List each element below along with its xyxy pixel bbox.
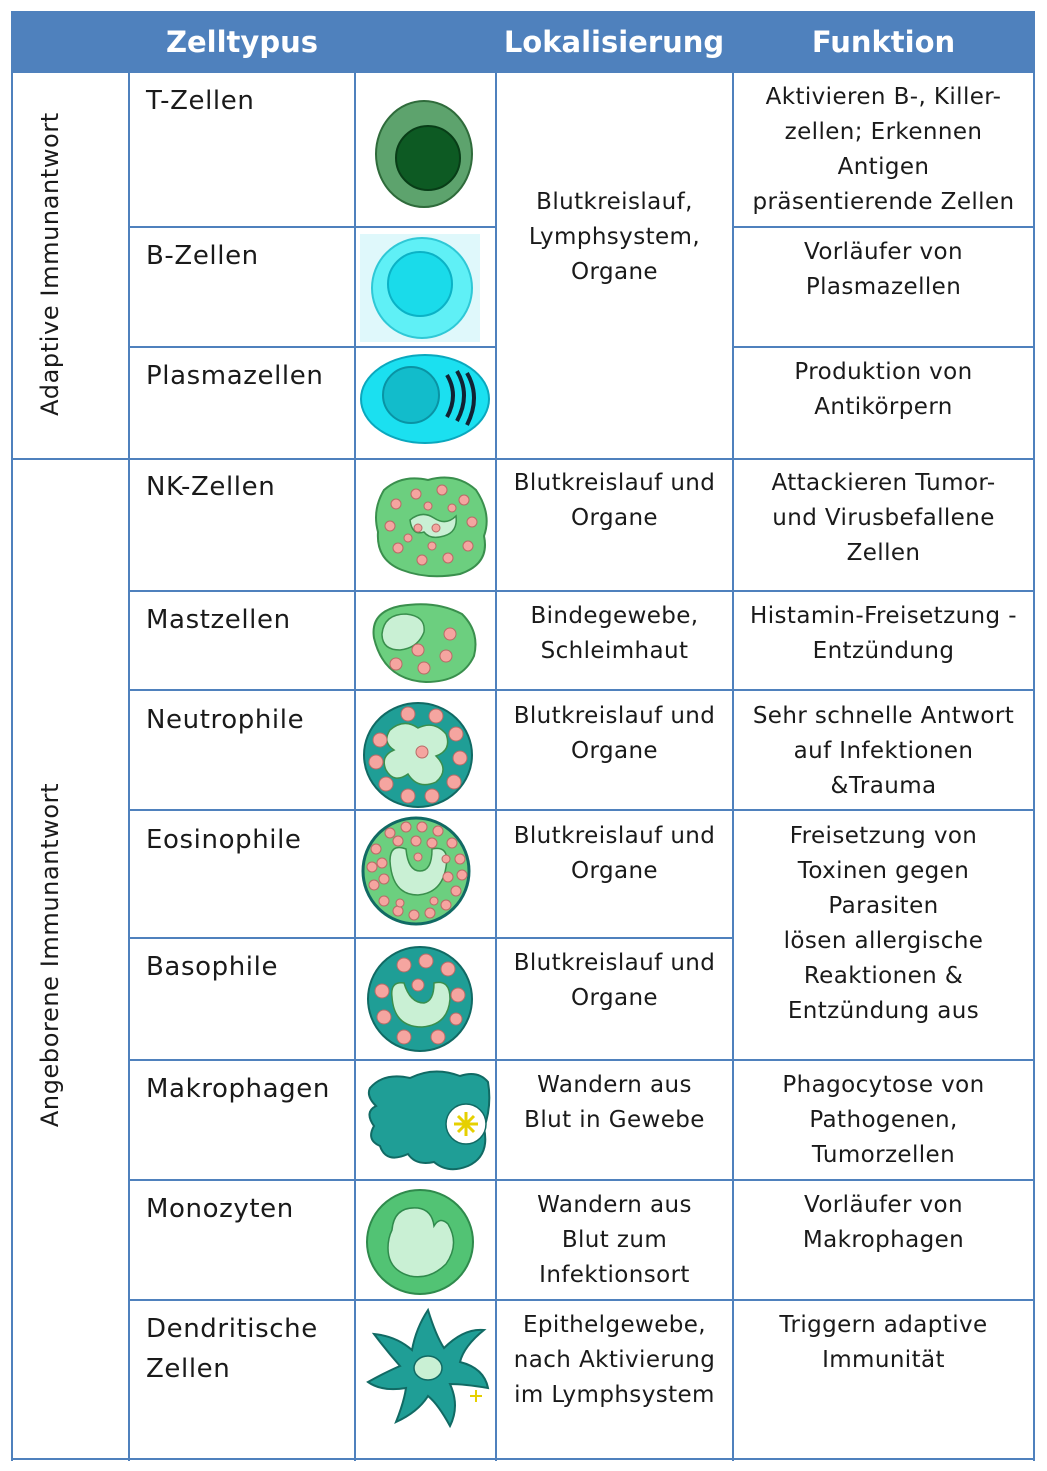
row-name-makrophagen: Makrophagen bbox=[146, 1074, 330, 1104]
row-name-eosinophile: Eosinophile bbox=[146, 825, 302, 855]
loc-adaptive-merged: Blutkreislauf,Lymphsystem,Organe bbox=[528, 189, 701, 285]
row-name-nk-zellen: NK-Zellen bbox=[146, 472, 276, 502]
header-funktion: Funktion bbox=[811, 25, 956, 59]
b-cell-icon bbox=[360, 234, 480, 342]
loc-mastzellen: Bindegewebe,Schleimhaut bbox=[530, 603, 699, 664]
nk-cell-icon bbox=[375, 476, 488, 578]
t-cell-icon bbox=[375, 100, 473, 208]
table-header: Zelltypus Lokalisierung Funktion bbox=[11, 11, 1035, 73]
header-lokalisierung: Lokalisierung bbox=[503, 25, 725, 59]
eosinophil-icon bbox=[361, 816, 471, 926]
row-name-t-zellen: T-Zellen bbox=[146, 86, 255, 116]
group-label-adaptive: Adaptive Immunantwort bbox=[36, 112, 64, 416]
row-name-b-zellen: B-Zellen bbox=[146, 241, 259, 271]
plasma-cell-icon bbox=[360, 354, 490, 444]
monocyte-icon bbox=[366, 1189, 474, 1295]
row-name-basophile: Basophile bbox=[146, 952, 279, 982]
neutrophil-icon bbox=[363, 702, 473, 808]
row-name-mastzellen: Mastzellen bbox=[146, 605, 291, 635]
group-label-innate: Angeborene Immunantwort bbox=[36, 782, 64, 1128]
dendritic-cell-icon bbox=[366, 1307, 490, 1429]
row-name-neutrophile: Neutrophile bbox=[146, 705, 305, 735]
header-zelltypus: Zelltypus bbox=[165, 25, 318, 59]
row-name-monozyten: Monozyten bbox=[146, 1194, 294, 1224]
macrophage-icon bbox=[367, 1070, 491, 1171]
row-name-plasmazellen: Plasmazellen bbox=[146, 361, 324, 391]
basophil-icon bbox=[367, 946, 473, 1052]
func-mastzellen: Histamin-Freisetzung -Entzündung bbox=[750, 603, 1017, 664]
mast-cell-icon bbox=[372, 603, 477, 684]
